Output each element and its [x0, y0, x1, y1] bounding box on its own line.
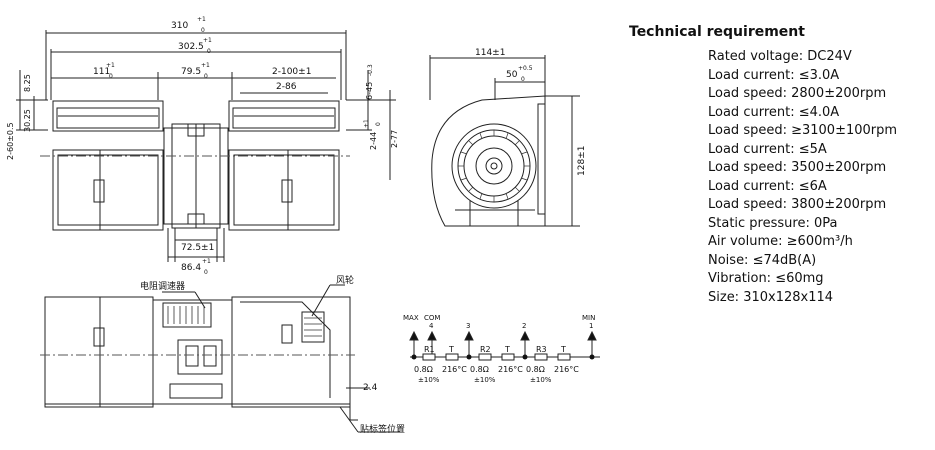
- dim-2-60: 2-60±0.5: [6, 122, 15, 160]
- node-com-label: COM: [424, 314, 440, 322]
- spec-vibration: Vibration: ≤60mg: [708, 271, 824, 286]
- spec-static-pressure: Static pressure: 0Pa: [708, 215, 838, 231]
- side-dim-50-tol-bot: 0: [521, 76, 525, 83]
- side-dim-50-tol-top: +0.5: [518, 65, 533, 72]
- dim-86-4-tol-bot: 0: [204, 269, 208, 276]
- side-view: 114±1 50 +0.5 0 128±1: [429, 48, 587, 227]
- r3-label: R3: [536, 345, 547, 354]
- dim-left-tol-top: +1: [106, 62, 115, 69]
- r2-ohm: 0.8Ω: [470, 365, 489, 374]
- label-sticker-position: 贴标签位置: [360, 423, 405, 435]
- node-4-label: 4: [429, 322, 434, 330]
- dim-holes2: 2-86: [276, 82, 297, 92]
- dim-2-44-tol-bot: 0: [375, 122, 382, 126]
- r2-tol: ±10%: [474, 376, 496, 384]
- spec-load-current-3: Load current: ≤5A: [708, 141, 827, 157]
- node-3-label: 3: [466, 322, 470, 330]
- dim-holes1: 2-100±1: [272, 67, 311, 77]
- spec-size: Size: 310x128x114: [708, 289, 834, 305]
- side-dim-50: 50: [506, 70, 518, 80]
- dim-2-44-tol-top: +1: [363, 119, 370, 128]
- dim-mid-tol-bot: 0: [204, 73, 208, 80]
- r1-ohm: 0.8Ω: [414, 365, 433, 374]
- technical-requirement-panel: Technical requirement Rated voltage: DC2…: [628, 24, 928, 307]
- spec-load-current-2: Load current: ≤4.0A: [708, 104, 840, 120]
- dim-30-25: 30.25: [23, 109, 32, 132]
- dim-inner: 302.5: [178, 42, 204, 52]
- t1-label: T: [448, 345, 454, 354]
- node-min-label: MIN: [582, 314, 595, 322]
- dim-inner-tol-bot: 0: [207, 48, 211, 55]
- node-1-label: 1: [589, 322, 593, 330]
- t3-label: T: [560, 345, 566, 354]
- spec-load-speed-2: Load speed: ≥3100±100rpm: [708, 123, 898, 138]
- spec-load-current-1: Load current: ≤3.0A: [708, 67, 840, 83]
- spec-rated-voltage: Rated voltage: DC24V: [708, 49, 852, 64]
- bottom-view: 电阻调速器 风轮 贴标签位置 2.4: [40, 274, 405, 435]
- r2-label: R2: [480, 345, 491, 354]
- t1-temp: 216°C: [442, 365, 467, 374]
- dim-left: 111: [93, 67, 110, 77]
- dim-total-tol-top: +1: [197, 16, 206, 23]
- dim-total: 310: [171, 21, 188, 31]
- dim-mid: 79.5: [181, 67, 201, 77]
- node-2-label: 2: [522, 322, 526, 330]
- dim-mid-tol-top: +1: [201, 62, 210, 69]
- dim-72-5: 72.5±1: [181, 243, 214, 253]
- spec-title: Technical requirement: [629, 24, 805, 40]
- dim-6-45: 6-45: [365, 82, 374, 100]
- circuit-diagram: MAX COM 4 3 2 MIN 1 R1 T R2 T R3 T 0.8Ω …: [403, 314, 600, 384]
- dim-inner-tol-top: +1: [203, 37, 212, 44]
- dim-86-4-tol-top: +1: [202, 258, 211, 265]
- r3-tol: ±10%: [530, 376, 552, 384]
- label-resistor-regulator: 电阻调速器: [140, 280, 185, 292]
- label-fan-wheel: 风轮: [336, 274, 354, 286]
- spec-load-current-4: Load current: ≤6A: [708, 178, 827, 194]
- spec-load-speed-4: Load speed: 3800±200rpm: [708, 197, 887, 212]
- spec-noise: Noise: ≤74dB(A): [708, 252, 817, 268]
- spec-load-speed-1: Load speed: 2800±200rpm: [708, 86, 887, 101]
- node-max-label: MAX: [403, 314, 419, 322]
- spec-air-volume: Air volume: ≥600m³/h: [708, 234, 853, 249]
- dim-total-tol-bot: 0: [201, 27, 205, 34]
- r3-ohm: 0.8Ω: [526, 365, 545, 374]
- side-dim-width: 114±1: [475, 48, 505, 58]
- r1-label: R1: [424, 345, 435, 354]
- dim-2-77: 2-77: [390, 130, 399, 148]
- t2-label: T: [504, 345, 510, 354]
- dim-6-45-tol: -0.3: [367, 64, 374, 76]
- t3-temp: 216°C: [554, 365, 579, 374]
- t2-temp: 216°C: [498, 365, 523, 374]
- dim-8-25: 8.25: [23, 74, 32, 92]
- r1-tol: ±10%: [418, 376, 440, 384]
- dim-2-44: 2-44: [369, 132, 378, 150]
- spec-load-speed-3: Load speed: 3500±200rpm: [708, 160, 887, 175]
- side-dim-height: 128±1: [577, 146, 587, 176]
- dim-2-4: 2.4: [363, 383, 378, 393]
- front-view: 310 +1 0 302.5 +1 0 111 +1 0 79.5 +1 0 2…: [6, 16, 399, 276]
- dim-left-tol-bot: 0: [109, 73, 113, 80]
- spec-list: Rated voltage: DC24V Load current: ≤3.0A…: [708, 48, 928, 307]
- dim-86-4: 86.4: [181, 263, 201, 273]
